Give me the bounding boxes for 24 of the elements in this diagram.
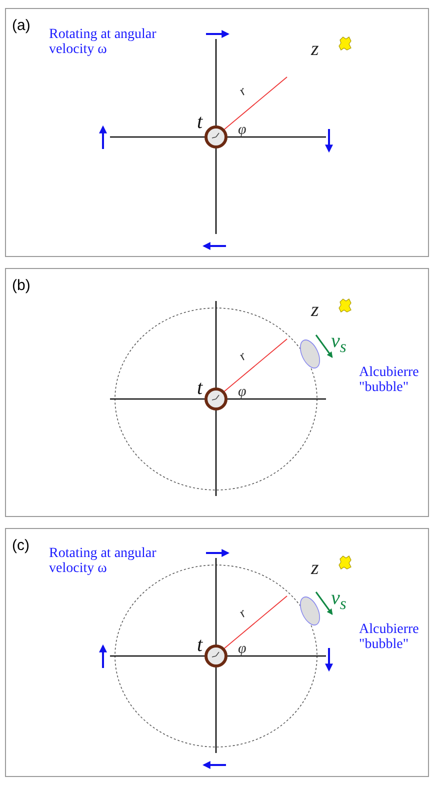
variable-label: t	[197, 634, 203, 656]
panel-frame	[5, 268, 429, 517]
variable-label: φ	[238, 122, 246, 138]
annotation-text: Alcubierre "bubble"	[359, 365, 420, 396]
panel-label: (c)	[12, 537, 30, 554]
caption-text: Rotating at angular velocity ω	[49, 27, 158, 58]
variable-label: r	[236, 349, 250, 364]
panel-label: (a)	[12, 17, 30, 34]
caption-text: Rotating at angular velocity ω	[49, 546, 158, 577]
variable-label: v$_{s}$	[331, 587, 346, 614]
variable-label: φ	[238, 384, 246, 400]
variable-label: r	[236, 84, 250, 98]
variable-label: v$_{s}$	[331, 330, 346, 356]
variable-label: t	[197, 111, 203, 133]
variable-label: z	[311, 557, 319, 579]
variable-label: z	[311, 299, 319, 321]
panel-frame	[5, 528, 429, 777]
panel-frame	[5, 8, 429, 257]
variable-label: φ	[238, 641, 246, 658]
panel-label: (b)	[12, 277, 30, 294]
variable-label: r	[236, 606, 250, 620]
variable-label: t	[197, 377, 203, 399]
annotation-text: Alcubierre "bubble"	[359, 622, 420, 653]
variable-label: z	[311, 38, 319, 60]
